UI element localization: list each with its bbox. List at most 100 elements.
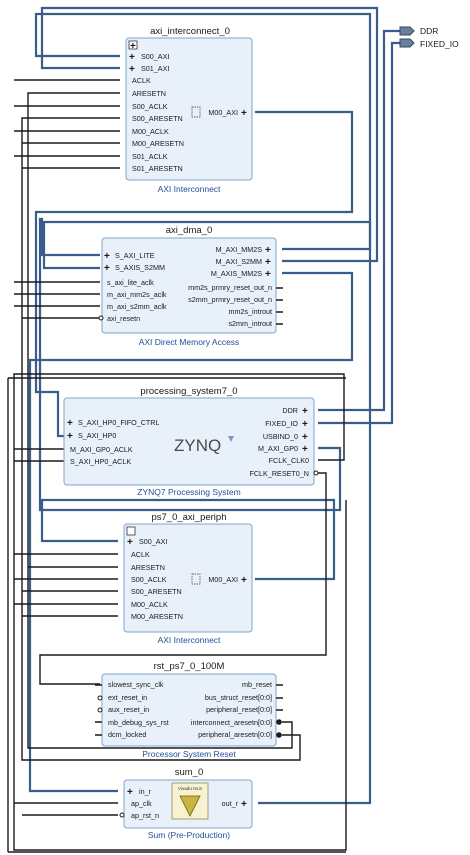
plus-icon: +	[265, 245, 271, 256]
block-axi-interconnect-0[interactable]: axi_interconnect_0 + + S00_AXI + S01_AXI…	[125, 26, 253, 194]
block-name: sum_0	[175, 767, 204, 778]
external-port-ddr[interactable]: DDR	[399, 26, 438, 36]
port-mm2s-prmry-reset-out-n[interactable]: mm2s_prmry_reset_out_n	[188, 283, 272, 292]
block-name: ps7_0_axi_periph	[151, 512, 226, 523]
plus-icon: +	[67, 431, 73, 442]
wire-dma-s2mm-to-interconnect-s01	[40, 6, 379, 263]
port-ddr[interactable]: DDR	[282, 406, 298, 415]
plus-icon: +	[104, 263, 110, 274]
vivado-hls-logo-text: Vivado HLS	[178, 786, 202, 791]
block-body[interactable]	[125, 37, 253, 181]
port-s00-axi[interactable]: S00_AXI	[141, 52, 169, 61]
block-body[interactable]	[101, 237, 277, 334]
port-m00-aclk[interactable]: M00_ACLK	[131, 600, 168, 609]
block-name: axi_dma_0	[166, 225, 212, 236]
block-rst-ps7-0-100m[interactable]: rst_ps7_0_100M slowest_sync_clk ext_rese…	[95, 661, 283, 759]
wire-fixedio-out	[318, 41, 400, 425]
port-m-axi-mm2s[interactable]: M_AXI_MM2S	[216, 245, 263, 254]
zynq-logo-icon	[228, 436, 234, 442]
port-s-axi-hp0-aclk[interactable]: S_AXI_HP0_ACLK	[70, 457, 131, 466]
port-s2mm-introut[interactable]: s2mm_introut	[228, 319, 272, 328]
plus-icon: +	[129, 52, 135, 63]
port-m00-aclk[interactable]: M00_ACLK	[132, 127, 169, 136]
port-m00-axi[interactable]: M00_AXI	[208, 575, 238, 584]
wire-gp0-to-periph	[40, 446, 342, 543]
block-processing-system7-0[interactable]: processing_system7_0 + S_AXI_HP0_FIFO_CT…	[63, 386, 319, 497]
port-arrow-icon	[399, 38, 415, 48]
port-dcm-locked[interactable]: dcm_locked	[108, 730, 146, 739]
port-interconnect-aresetn[interactable]: interconnect_aresetn[0:0]	[191, 718, 272, 727]
port-s00-aclk[interactable]: S00_ACLK	[132, 102, 168, 111]
port-aresetn[interactable]: ARESETN	[132, 89, 166, 98]
block-sum-0[interactable]: sum_0 + in_r ap_clk ap_rst_n Vivado HLS …	[119, 767, 253, 840]
port-s-axi-hp0[interactable]: S_AXI_HP0	[78, 431, 116, 440]
port-s00-aclk[interactable]: S00_ACLK	[131, 575, 167, 584]
port-peripheral-aresetn[interactable]: peripheral_aresetn[0:0]	[198, 730, 272, 739]
block-axi-dma-0[interactable]: axi_dma_0 + S_AXI_LITE + S_AXIS_S2MM s_a…	[98, 225, 283, 347]
port-aux-reset-in[interactable]: aux_reset_in	[108, 705, 149, 714]
wire-extra-rails	[7, 377, 346, 853]
port-s01-aclk[interactable]: S01_ACLK	[132, 152, 168, 161]
port-ext-reset-in[interactable]: ext_reset_in	[108, 693, 147, 702]
port-stubs	[276, 684, 283, 711]
port-m-axi-gp0-aclk[interactable]: M_AXI_GP0_ACLK	[70, 445, 133, 454]
port-fclk-reset0-n[interactable]: FCLK_RESET0_N	[249, 469, 309, 478]
external-port-fixed-io[interactable]: FIXED_IO	[399, 38, 459, 49]
plus-icon: +	[241, 575, 247, 586]
port-s-axi-lite[interactable]: S_AXI_LITE	[115, 251, 155, 260]
port-m-axi-s2mm-aclk[interactable]: m_axi_s2mm_aclk	[107, 302, 167, 311]
plus-icon: +	[129, 64, 135, 75]
port-m-axi-mm2s-aclk[interactable]: m_axi_mm2s_aclk	[107, 290, 167, 299]
port-mm2s-introut[interactable]: mm2s_introut	[228, 307, 272, 316]
plus-icon: +	[241, 108, 247, 119]
port-s-axi-lite-aclk[interactable]: s_axi_lite_aclk	[107, 278, 154, 287]
wire-interconnect-m00-to-hp0	[34, 110, 354, 438]
wire-fclk-reset-net	[39, 472, 327, 685]
block-type: AXI Interconnect	[158, 184, 221, 194]
block-ps7-0-axi-periph[interactable]: ps7_0_axi_periph + S00_AXI ACLK ARESETN …	[123, 512, 253, 645]
port-m-axi-gp0[interactable]: M_AXI_GP0	[258, 444, 298, 453]
block-body[interactable]	[63, 397, 315, 486]
wire-peripheral-aresetn	[21, 117, 301, 816]
port-s-axi-hp0-fifo-ctrl[interactable]: S_AXI_HP0_FIFO_CTRL	[78, 418, 160, 427]
port-bus-struct-reset[interactable]: bus_struct_reset[0:0]	[205, 693, 272, 702]
port-s01-axi[interactable]: S01_AXI	[141, 64, 169, 73]
plus-icon: +	[302, 419, 308, 430]
port-peripheral-reset[interactable]: peripheral_reset[0:0]	[206, 705, 272, 714]
port-bubble-icon	[276, 732, 282, 738]
port-m-axi-s2mm[interactable]: M_AXI_S2MM	[216, 257, 262, 266]
port-ap-rst-n[interactable]: ap_rst_n	[131, 811, 159, 820]
block-body[interactable]	[123, 523, 253, 633]
port-slowest-sync-clk[interactable]: slowest_sync_clk	[108, 680, 164, 689]
port-fixed-io[interactable]: FIXED_IO	[265, 419, 298, 428]
port-m00-aresetn[interactable]: M00_ARESETN	[132, 139, 184, 148]
port-m00-aresetn[interactable]: M00_ARESETN	[131, 612, 183, 621]
port-s-axis-s2mm[interactable]: S_AXIS_S2MM	[115, 263, 165, 272]
port-m-axis-mm2s[interactable]: M_AXIS_MM2S	[211, 269, 262, 278]
expand-icon[interactable]	[128, 40, 138, 50]
port-aclk[interactable]: ACLK	[132, 76, 151, 85]
port-mb-reset[interactable]: mb_reset	[242, 680, 272, 689]
port-axi-resetn[interactable]: axi_resetn	[107, 314, 140, 323]
port-ap-clk[interactable]: ap_clk	[131, 799, 152, 808]
plus-icon: +	[265, 257, 271, 268]
port-s00-aresetn[interactable]: S00_ARESETN	[132, 114, 183, 123]
port-in-r[interactable]: in_r	[139, 787, 152, 796]
port-fclk-clk0[interactable]: FCLK_CLK0	[269, 456, 309, 465]
port-s2mm-prmry-reset-out-n[interactable]: s2mm_prmry_reset_out_n	[188, 295, 272, 304]
port-usbind-0[interactable]: USBIND_0	[263, 432, 298, 441]
port-s01-aresetn[interactable]: S01_ARESETN	[132, 164, 183, 173]
port-out-r[interactable]: out_r	[222, 799, 239, 808]
block-type: Processor System Reset	[142, 749, 236, 759]
plus-icon: +	[127, 787, 133, 798]
port-s00-aresetn[interactable]: S00_ARESETN	[131, 587, 182, 596]
port-bubble-icon	[313, 470, 319, 476]
port-s00-axi[interactable]: S00_AXI	[139, 537, 167, 546]
port-mb-debug-sys-rst[interactable]: mb_debug_sys_rst	[108, 718, 169, 727]
port-m00-axi[interactable]: M00_AXI	[208, 108, 238, 117]
port-aresetn[interactable]: ARESETN	[131, 563, 165, 572]
port-aclk[interactable]: ACLK	[131, 550, 150, 559]
plus-icon: +	[302, 432, 308, 443]
expand-icon[interactable]	[126, 526, 136, 536]
